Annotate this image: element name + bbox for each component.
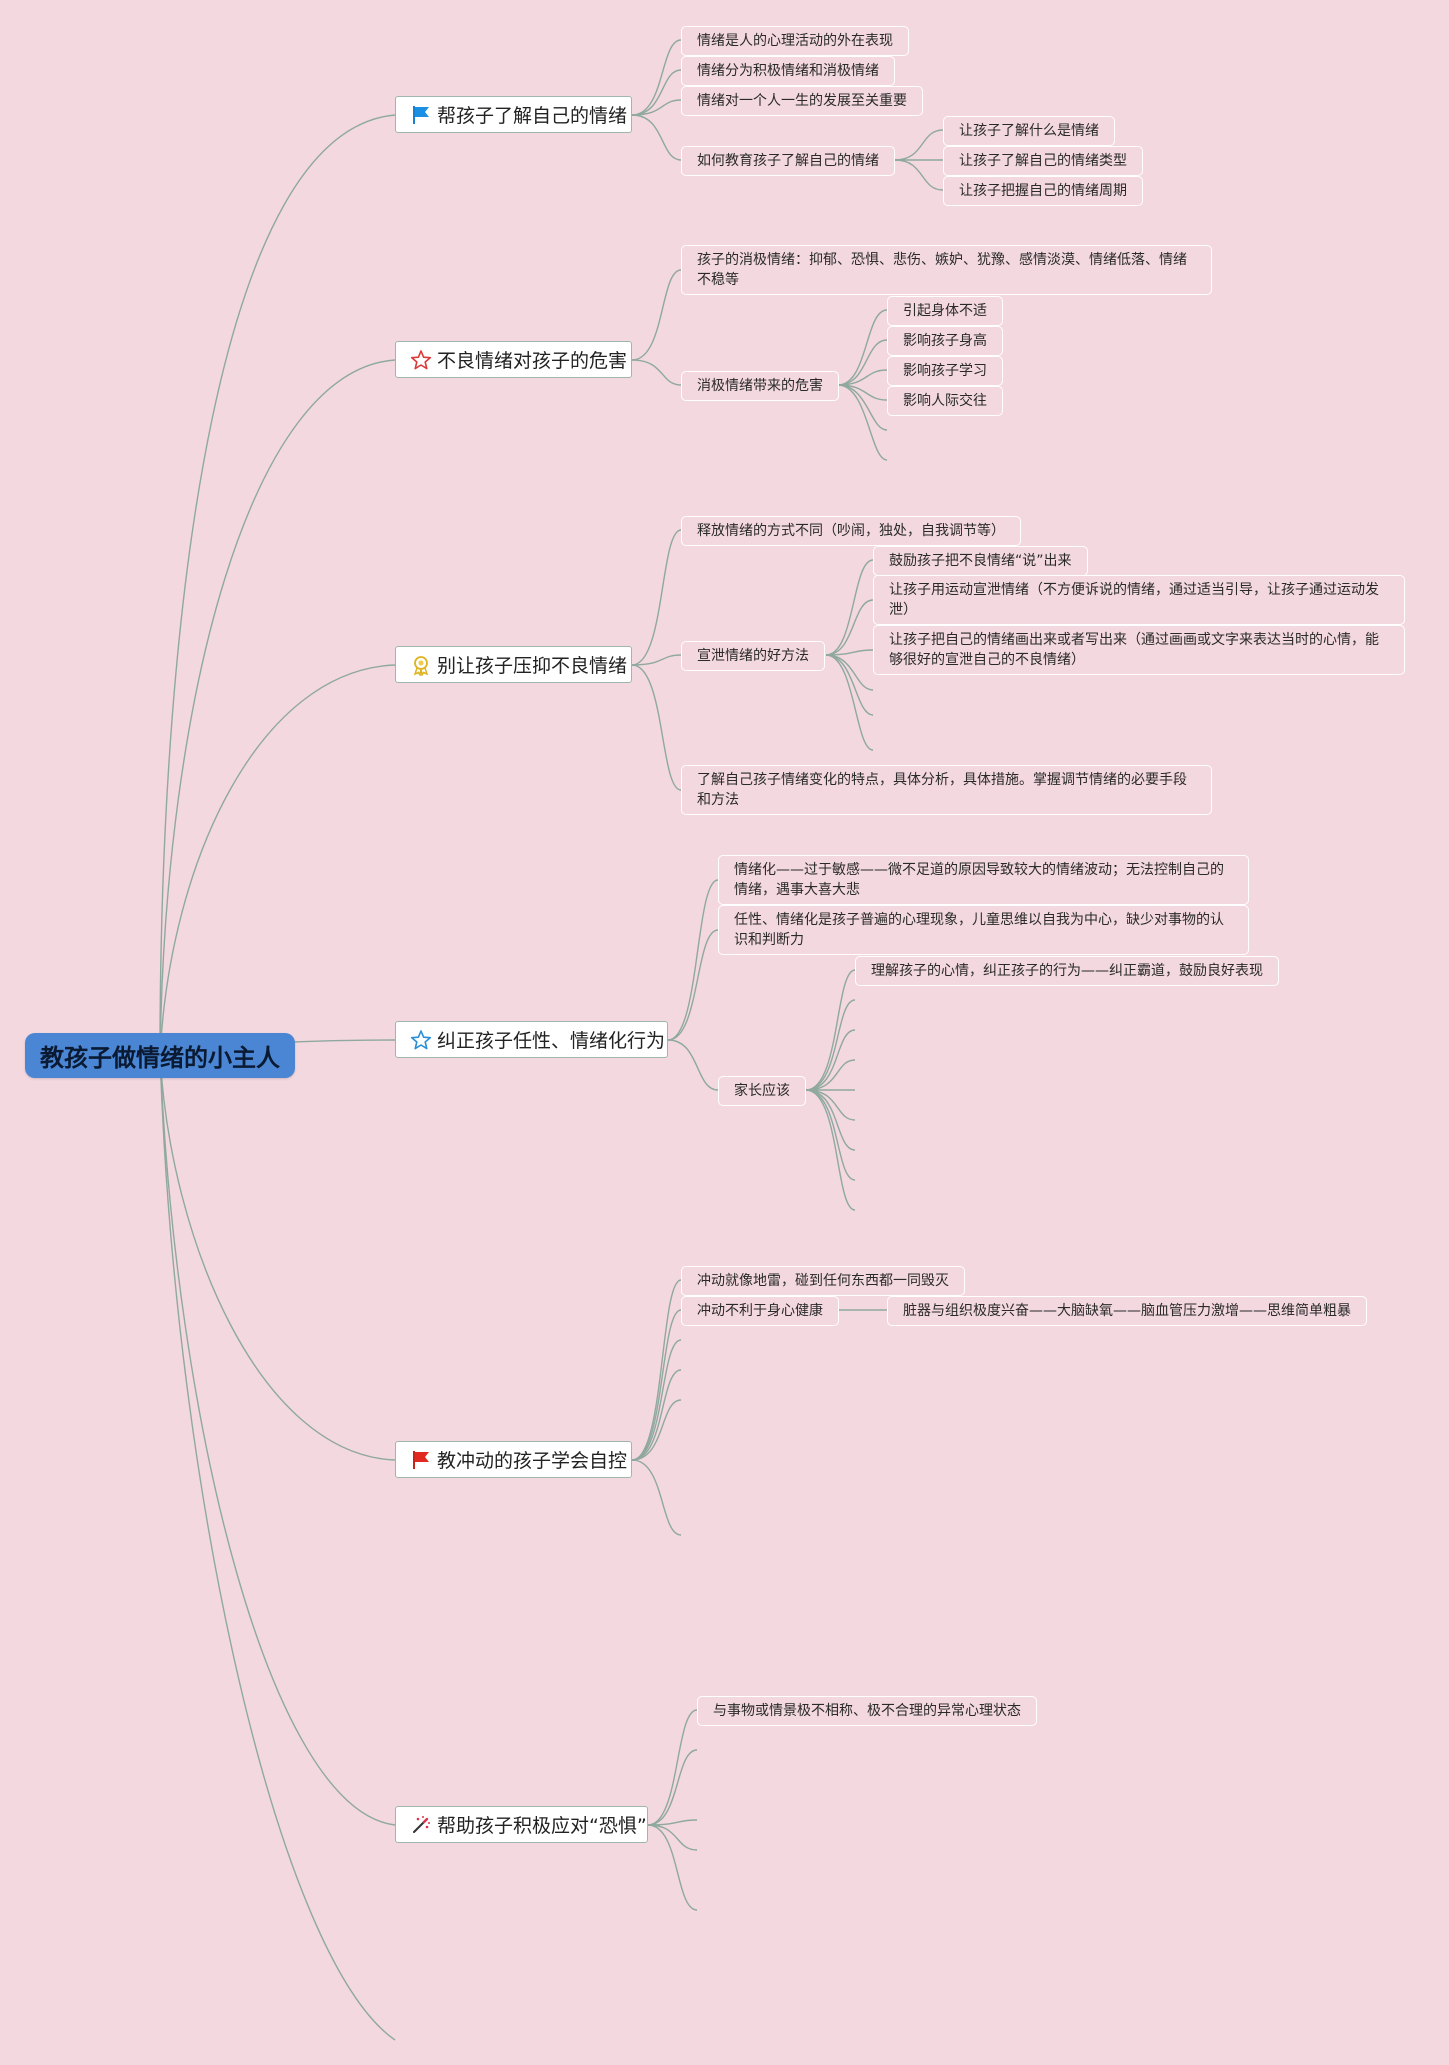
magic-wand-icon	[410, 1814, 432, 1836]
subtopic[interactable]: 了解自己孩子情绪变化的特点，具体分析，具体措施。掌握调节情绪的必要手段和方法	[681, 765, 1212, 815]
topic-correct-willfulness[interactable]: 纠正孩子任性、情绪化行为	[395, 1021, 668, 1058]
subtopic[interactable]: 脏器与组织极度兴奋——大脑缺氧——脑血管压力激增——思维简单粗暴	[887, 1296, 1367, 1326]
topic-label: 帮助孩子积极应对“恐惧”	[437, 1815, 647, 1837]
subtopic[interactable]: 鼓励孩子把不良情绪“说”出来	[873, 546, 1088, 576]
subtopic[interactable]: 如何教育孩子了解自己的情绪	[681, 146, 895, 176]
subtopic[interactable]: 宣泄情绪的好方法	[681, 641, 825, 671]
red-star-outline-icon	[410, 349, 432, 371]
topic-face-fear[interactable]: 帮助孩子积极应对“恐惧”	[395, 1806, 648, 1843]
subtopic[interactable]: 情绪是人的心理活动的外在表现	[681, 26, 909, 56]
subtopic[interactable]: 让孩子把握自己的情绪周期	[943, 176, 1143, 206]
topic-label: 不良情绪对孩子的危害	[437, 350, 628, 372]
topic-label: 别让孩子压抑不良情绪	[437, 655, 628, 677]
subtopic[interactable]: 影响孩子学习	[887, 356, 1003, 386]
topic-impulse-control[interactable]: 教冲动的孩子学会自控	[395, 1441, 632, 1478]
topic-dont-suppress-emotions[interactable]: 别让孩子压抑不良情绪	[395, 646, 632, 683]
subtopic[interactable]: 让孩子了解自己的情绪类型	[943, 146, 1143, 176]
topic-label: 纠正孩子任性、情绪化行为	[437, 1030, 666, 1052]
subtopic[interactable]: 释放情绪的方式不同（吵闹，独处，自我调节等）	[681, 516, 1021, 546]
subtopic[interactable]: 与事物或情景极不相称、极不合理的异常心理状态	[697, 1696, 1037, 1726]
subtopic[interactable]: 任性、情绪化是孩子普遍的心理现象，儿童思维以自我为中心，缺少对事物的认识和判断力	[718, 905, 1249, 955]
subtopic[interactable]: 影响人际交往	[887, 386, 1003, 416]
subtopic[interactable]: 影响孩子身高	[887, 326, 1003, 356]
red-flag-icon	[410, 1449, 432, 1471]
topic-understand-emotions[interactable]: 帮孩子了解自己的情绪	[395, 96, 632, 133]
topic-label: 教冲动的孩子学会自控	[437, 1450, 628, 1472]
subtopic[interactable]: 冲动不利于身心健康	[681, 1296, 839, 1326]
subtopic[interactable]: 让孩子把自己的情绪画出来或者写出来（通过画画或文字来表达当时的心情，能够很好的宣…	[873, 625, 1405, 675]
subtopic[interactable]: 情绪对一个人一生的发展至关重要	[681, 86, 923, 116]
blue-flag-icon	[410, 104, 432, 126]
subtopic[interactable]: 情绪化——过于敏感——微不足道的原因导致较大的情绪波动；无法控制自己的情绪，遇事…	[718, 855, 1249, 905]
subtopic[interactable]: 孩子的消极情绪：抑郁、恐惧、悲伤、嫉妒、犹豫、感情淡漠、情绪低落、情绪不稳等	[681, 245, 1212, 295]
blue-star-outline-icon	[410, 1029, 432, 1051]
subtopic[interactable]: 引起身体不适	[887, 296, 1003, 326]
subtopic[interactable]: 消极情绪带来的危害	[681, 371, 839, 401]
topic-label: 帮孩子了解自己的情绪	[437, 105, 628, 127]
root-topic[interactable]: 教孩子做情绪的小主人	[25, 1033, 295, 1078]
subtopic[interactable]: 理解孩子的心情，纠正孩子的行为——纠正霸道，鼓励良好表现	[855, 956, 1279, 986]
subtopic[interactable]: 情绪分为积极情绪和消极情绪	[681, 56, 895, 86]
subtopic[interactable]: 家长应该	[718, 1076, 806, 1106]
topic-harm-of-bad-emotions[interactable]: 不良情绪对孩子的危害	[395, 341, 632, 378]
subtopic[interactable]: 冲动就像地雷，碰到任何东西都一同毁灭	[681, 1266, 965, 1296]
gold-medal-icon	[410, 654, 432, 676]
subtopic[interactable]: 让孩子用运动宣泄情绪（不方便诉说的情绪，通过适当引导，让孩子通过运动发泄）	[873, 575, 1405, 625]
subtopic[interactable]: 让孩子了解什么是情绪	[943, 116, 1115, 146]
